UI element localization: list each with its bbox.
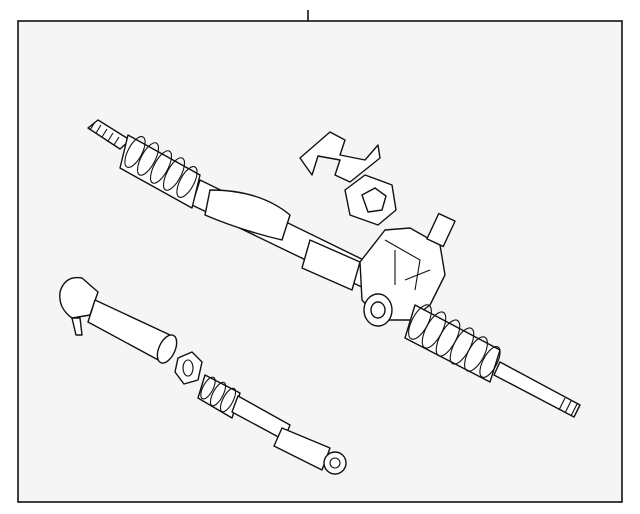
mounting-clamp[interactable] — [299, 131, 381, 183]
left-boot[interactable] — [119, 134, 201, 209]
outer-tie-rod-end[interactable] — [59, 276, 181, 366]
jam-nut[interactable] — [174, 351, 203, 385]
rack-housing-mount — [204, 189, 291, 241]
rack-housing-center — [301, 239, 361, 291]
control-valve-housing[interactable] — [359, 212, 456, 327]
valve-input-shaft — [426, 212, 456, 248]
rack-rod-right — [493, 361, 581, 418]
tie-rod-boot[interactable] — [197, 374, 241, 419]
mounting-bushing[interactable] — [344, 174, 397, 226]
right-boot[interactable] — [404, 301, 504, 383]
inner-tie-rod[interactable] — [231, 395, 347, 475]
